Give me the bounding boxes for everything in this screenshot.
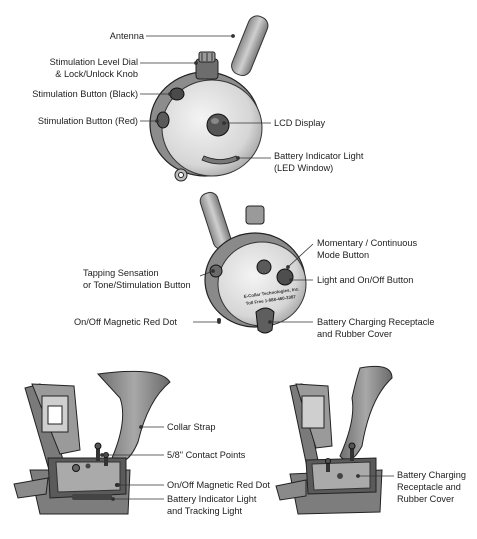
label-magnetic-dot-collar: On/Off Magnetic Red Dot <box>167 480 270 490</box>
stimulation-dial <box>195 51 219 80</box>
remote-front <box>149 15 269 182</box>
label-charging-collar: Battery Charging Receptacle and Rubber C… <box>397 469 466 505</box>
remote-antenna <box>231 15 269 77</box>
label-stim-dial-line-2: & Lock/Unlock Knob <box>55 69 138 79</box>
label-charging-remote-line-2: and Rubber Cover <box>317 329 393 339</box>
label-antenna: Antenna <box>109 31 144 41</box>
charging-cover <box>255 307 275 334</box>
label-battery-indicator-line-2: (LED Window) <box>274 163 334 173</box>
label-contact-points: 5/8" Contact Points <box>167 450 246 460</box>
label-momentary: Momentary / Continuous Mode Button <box>317 237 417 261</box>
light-onoff-button <box>276 268 294 286</box>
collar-right <box>275 365 393 515</box>
leader-lines <box>100 34 394 501</box>
stim-button-red <box>156 111 170 129</box>
label-battery-indicator-line-1: Battery Indicator Light <box>274 151 364 161</box>
label-collar-indicator-line-1: Battery Indicator Light <box>167 494 257 504</box>
label-momentary-line-2: Mode Button <box>317 250 370 260</box>
collar-left <box>13 370 171 515</box>
tapping-button <box>209 264 223 278</box>
stim-button-black <box>169 87 185 101</box>
label-collar-strap: Collar Strap <box>167 422 216 432</box>
label-tapping-line-1: Tapping Sensation <box>83 268 159 278</box>
label-tapping: Tapping Sensation or Tone/Stimulation Bu… <box>83 267 191 291</box>
label-stim-dial-line-1: Stimulation Level Dial <box>49 57 138 67</box>
label-stim-dial: Stimulation Level Dial & Lock/Unlock Kno… <box>50 56 138 80</box>
label-collar-indicator: Battery Indicator Light and Tracking Lig… <box>167 493 256 517</box>
remote-back <box>199 191 307 334</box>
label-momentary-line-1: Momentary / Continuous <box>317 238 418 248</box>
label-stim-black: Stimulation Button (Black) <box>32 89 138 99</box>
label-tapping-line-2: or Tone/Stimulation Button <box>83 280 191 290</box>
label-charging-remote-line-1: Battery Charging Receptacle <box>317 317 435 327</box>
label-magnetic-dot-remote: On/Off Magnetic Red Dot <box>74 317 177 327</box>
label-battery-indicator: Battery Indicator Light (LED Window) <box>274 150 363 174</box>
label-collar-indicator-line-2: and Tracking Light <box>167 506 243 516</box>
label-lcd: LCD Display <box>274 118 326 128</box>
led-window <box>201 155 239 165</box>
label-charging-collar-line-1: Battery Charging <box>397 470 466 480</box>
label-charging-collar-line-3: Rubber Cover <box>397 494 455 504</box>
collar-strap <box>96 370 171 462</box>
lcd-display <box>206 113 230 137</box>
label-charging-remote: Battery Charging Receptacle and Rubber C… <box>317 316 434 340</box>
label-light-onoff: Light and On/Off Button <box>317 275 414 285</box>
mode-button <box>256 259 272 275</box>
label-stim-red: Stimulation Button (Red) <box>37 116 138 126</box>
label-charging-collar-line-2: Receptacle and <box>397 482 461 492</box>
